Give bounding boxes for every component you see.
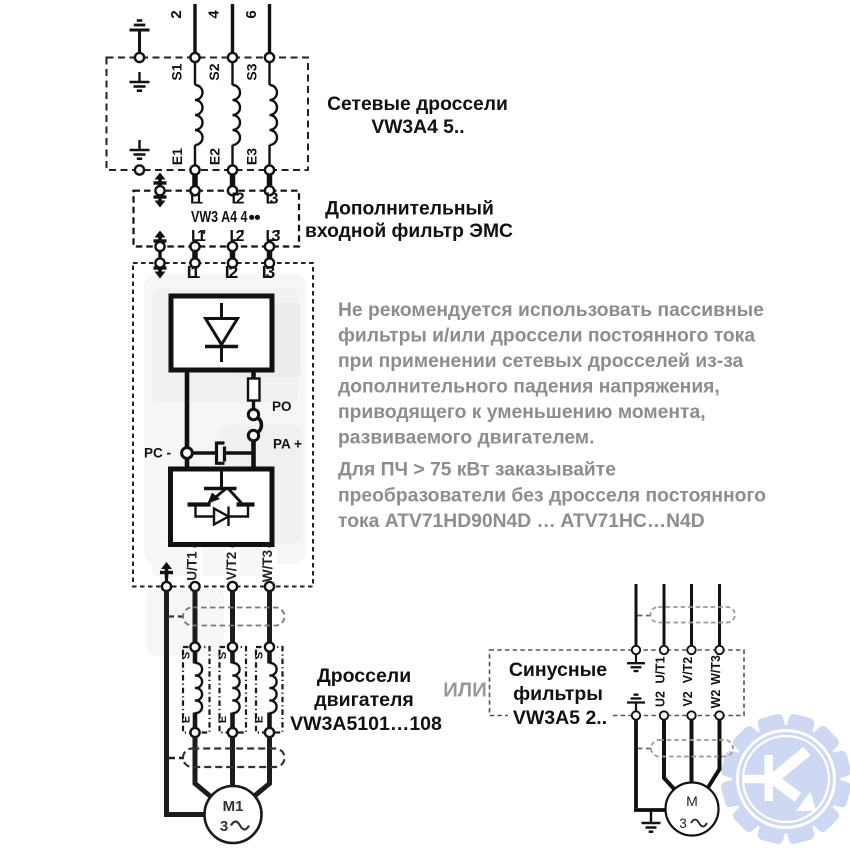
svg-text:S: S bbox=[181, 652, 193, 659]
svg-text:L1': L1' bbox=[191, 228, 206, 245]
svg-text:S3: S3 bbox=[244, 63, 260, 80]
svg-text:VW3A5 2..: VW3A5 2.. bbox=[513, 707, 607, 729]
svg-text:приводящего к уменьшению момен: приводящего к уменьшению момента, bbox=[338, 402, 706, 423]
svg-text:V2: V2 bbox=[681, 691, 695, 706]
svg-text:Синусные: Синусные bbox=[509, 659, 607, 681]
svg-text:E: E bbox=[181, 716, 193, 723]
svg-text:ИЛИ: ИЛИ bbox=[443, 679, 487, 702]
svg-text:L1: L1 bbox=[187, 262, 201, 282]
svg-text:VW3A5101…108: VW3A5101…108 bbox=[290, 713, 442, 735]
svg-text:E2: E2 bbox=[207, 148, 223, 165]
svg-text:E3: E3 bbox=[244, 148, 260, 165]
svg-text:PC -: PC - bbox=[144, 446, 171, 461]
svg-text:U2: U2 bbox=[654, 691, 668, 707]
svg-text:V/T2: V/T2 bbox=[681, 657, 695, 683]
svg-text:дополнительного падения напряж: дополнительного падения напряжения, bbox=[338, 377, 720, 398]
svg-text:3: 3 bbox=[220, 818, 228, 835]
svg-text:фильтры: фильтры bbox=[513, 683, 603, 705]
svg-text:S1: S1 bbox=[169, 63, 185, 80]
svg-text:L3': L3' bbox=[266, 228, 281, 245]
svg-text:Для ПЧ > 75 кВт заказывайте: Для ПЧ > 75 кВт заказывайте bbox=[338, 460, 616, 481]
svg-text:W/T3: W/T3 bbox=[260, 549, 275, 582]
svg-text:L2': L2' bbox=[230, 228, 245, 245]
svg-text:тока ATV71HD90N4D … ATV71HC…N4: тока ATV71HD90N4D … ATV71HC…N4D bbox=[338, 511, 705, 532]
svg-text:4: 4 bbox=[206, 10, 223, 19]
svg-text:L3: L3 bbox=[266, 191, 279, 208]
svg-text:E: E bbox=[217, 716, 229, 723]
svg-text:V/T2: V/T2 bbox=[224, 552, 239, 581]
svg-text:L2: L2 bbox=[232, 191, 245, 208]
svg-text:L2: L2 bbox=[225, 262, 239, 282]
svg-text:при применении сетевых дроссел: при применении сетевых дросселей из-за bbox=[338, 351, 744, 372]
svg-text:L3: L3 bbox=[262, 262, 276, 282]
svg-text:W/T3: W/T3 bbox=[709, 655, 723, 685]
svg-text:L1: L1 bbox=[190, 191, 203, 208]
svg-text:VW3 A4 4: VW3 A4 4 bbox=[191, 209, 248, 226]
svg-text:2: 2 bbox=[168, 10, 185, 18]
svg-text:входной фильтр ЭМС: входной фильтр ЭМС bbox=[305, 221, 513, 242]
svg-text:E: E bbox=[254, 716, 266, 723]
svg-text:M1: M1 bbox=[223, 798, 244, 815]
svg-text:Не рекомендуется использовать: Не рекомендуется использовать пассивные bbox=[338, 300, 764, 321]
svg-text:M: M bbox=[686, 793, 698, 809]
svg-text:преобразователи без дросселя п: преобразователи без дросселя постоянного bbox=[338, 485, 766, 506]
svg-text:Дополнительный: Дополнительный bbox=[325, 199, 494, 220]
svg-text:фильтры и/или дроссели постоян: фильтры и/или дроссели постоянного тока bbox=[338, 326, 755, 347]
svg-text:W2: W2 bbox=[709, 690, 723, 709]
svg-text:VW3A4 5..: VW3A4 5.. bbox=[371, 117, 464, 138]
svg-text:S: S bbox=[217, 652, 229, 659]
svg-text:S2: S2 bbox=[206, 63, 222, 80]
svg-text:6: 6 bbox=[243, 10, 260, 18]
svg-text:Дроссели: Дроссели bbox=[317, 665, 411, 687]
svg-text:3: 3 bbox=[679, 816, 687, 831]
svg-text:U/T1: U/T1 bbox=[185, 551, 200, 581]
svg-text:S: S bbox=[254, 652, 266, 659]
svg-text:PA +: PA + bbox=[273, 437, 302, 452]
svg-text:PO: PO bbox=[272, 399, 292, 414]
svg-text:развиваемого двигателем.: развиваемого двигателем. bbox=[338, 428, 594, 449]
svg-text:Сетевые дроссели: Сетевые дроссели bbox=[327, 94, 508, 115]
svg-text:двигателя: двигателя bbox=[314, 689, 413, 711]
svg-text:E1: E1 bbox=[169, 148, 185, 165]
svg-text:U/T1: U/T1 bbox=[654, 656, 668, 683]
